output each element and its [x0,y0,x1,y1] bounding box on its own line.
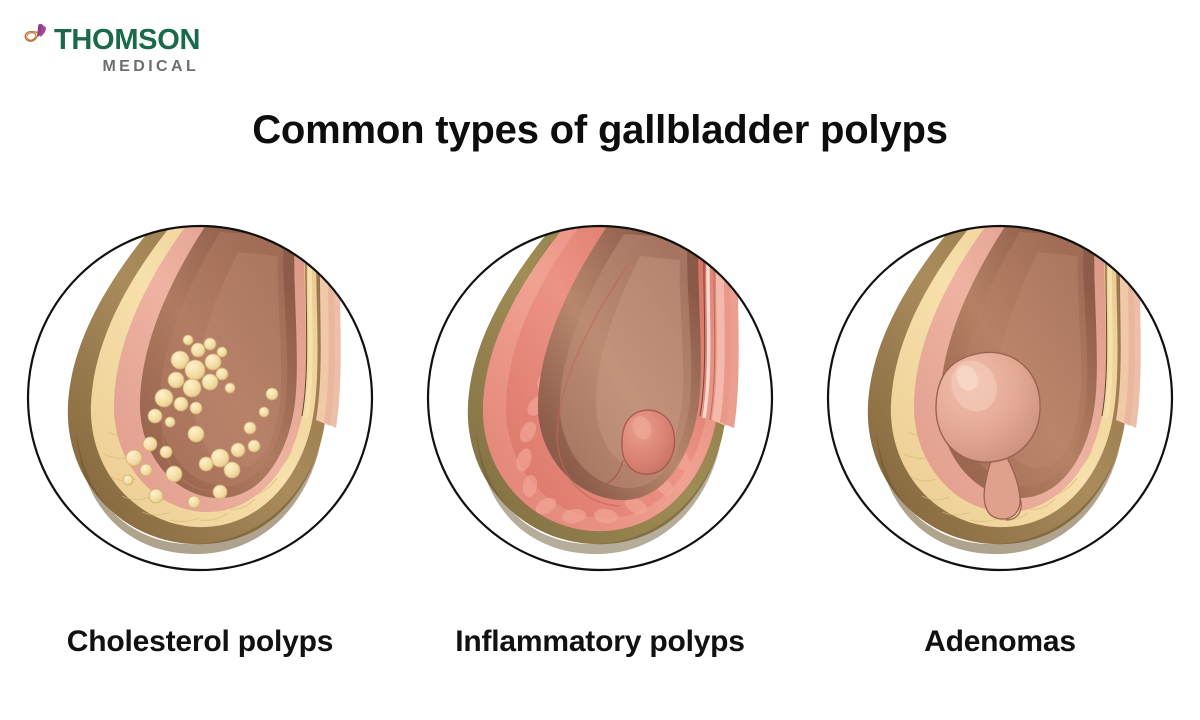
cholesterol-deposit-cluster [122,334,279,509]
figure-cholesterol [0,222,400,574]
caption-cholesterol: Cholesterol polyps [66,625,334,658]
brand-name-secondary: MEDICAL [102,58,200,75]
brand-logo: THOMSON MEDICAL [22,20,200,75]
page-title: Common types of gallbladder polyps [252,108,948,152]
figure-adenomas [800,222,1200,574]
inflammatory-polyp [605,409,676,485]
caption-adenomas: Adenomas [924,625,1076,658]
figures-row [0,222,1200,582]
brand-name-primary: THOMSON [54,24,201,56]
gallbladder-cross-section-adenoma-icon [824,222,1176,574]
gallbladder-cross-section-inflammatory-icon [424,222,776,574]
butterfly-mark-icon [22,22,52,56]
brand-wordmark: THOMSON MEDICAL [54,20,200,75]
caption-inflammatory: Inflammatory polyps [455,625,745,658]
figure-inflammatory [400,222,800,574]
adenoma-polyp [935,351,1045,521]
gallbladder-cross-section-cholesterol-icon [24,222,376,574]
captions-row: Cholesterol polyps Inflammatory polyps A… [0,612,1200,672]
